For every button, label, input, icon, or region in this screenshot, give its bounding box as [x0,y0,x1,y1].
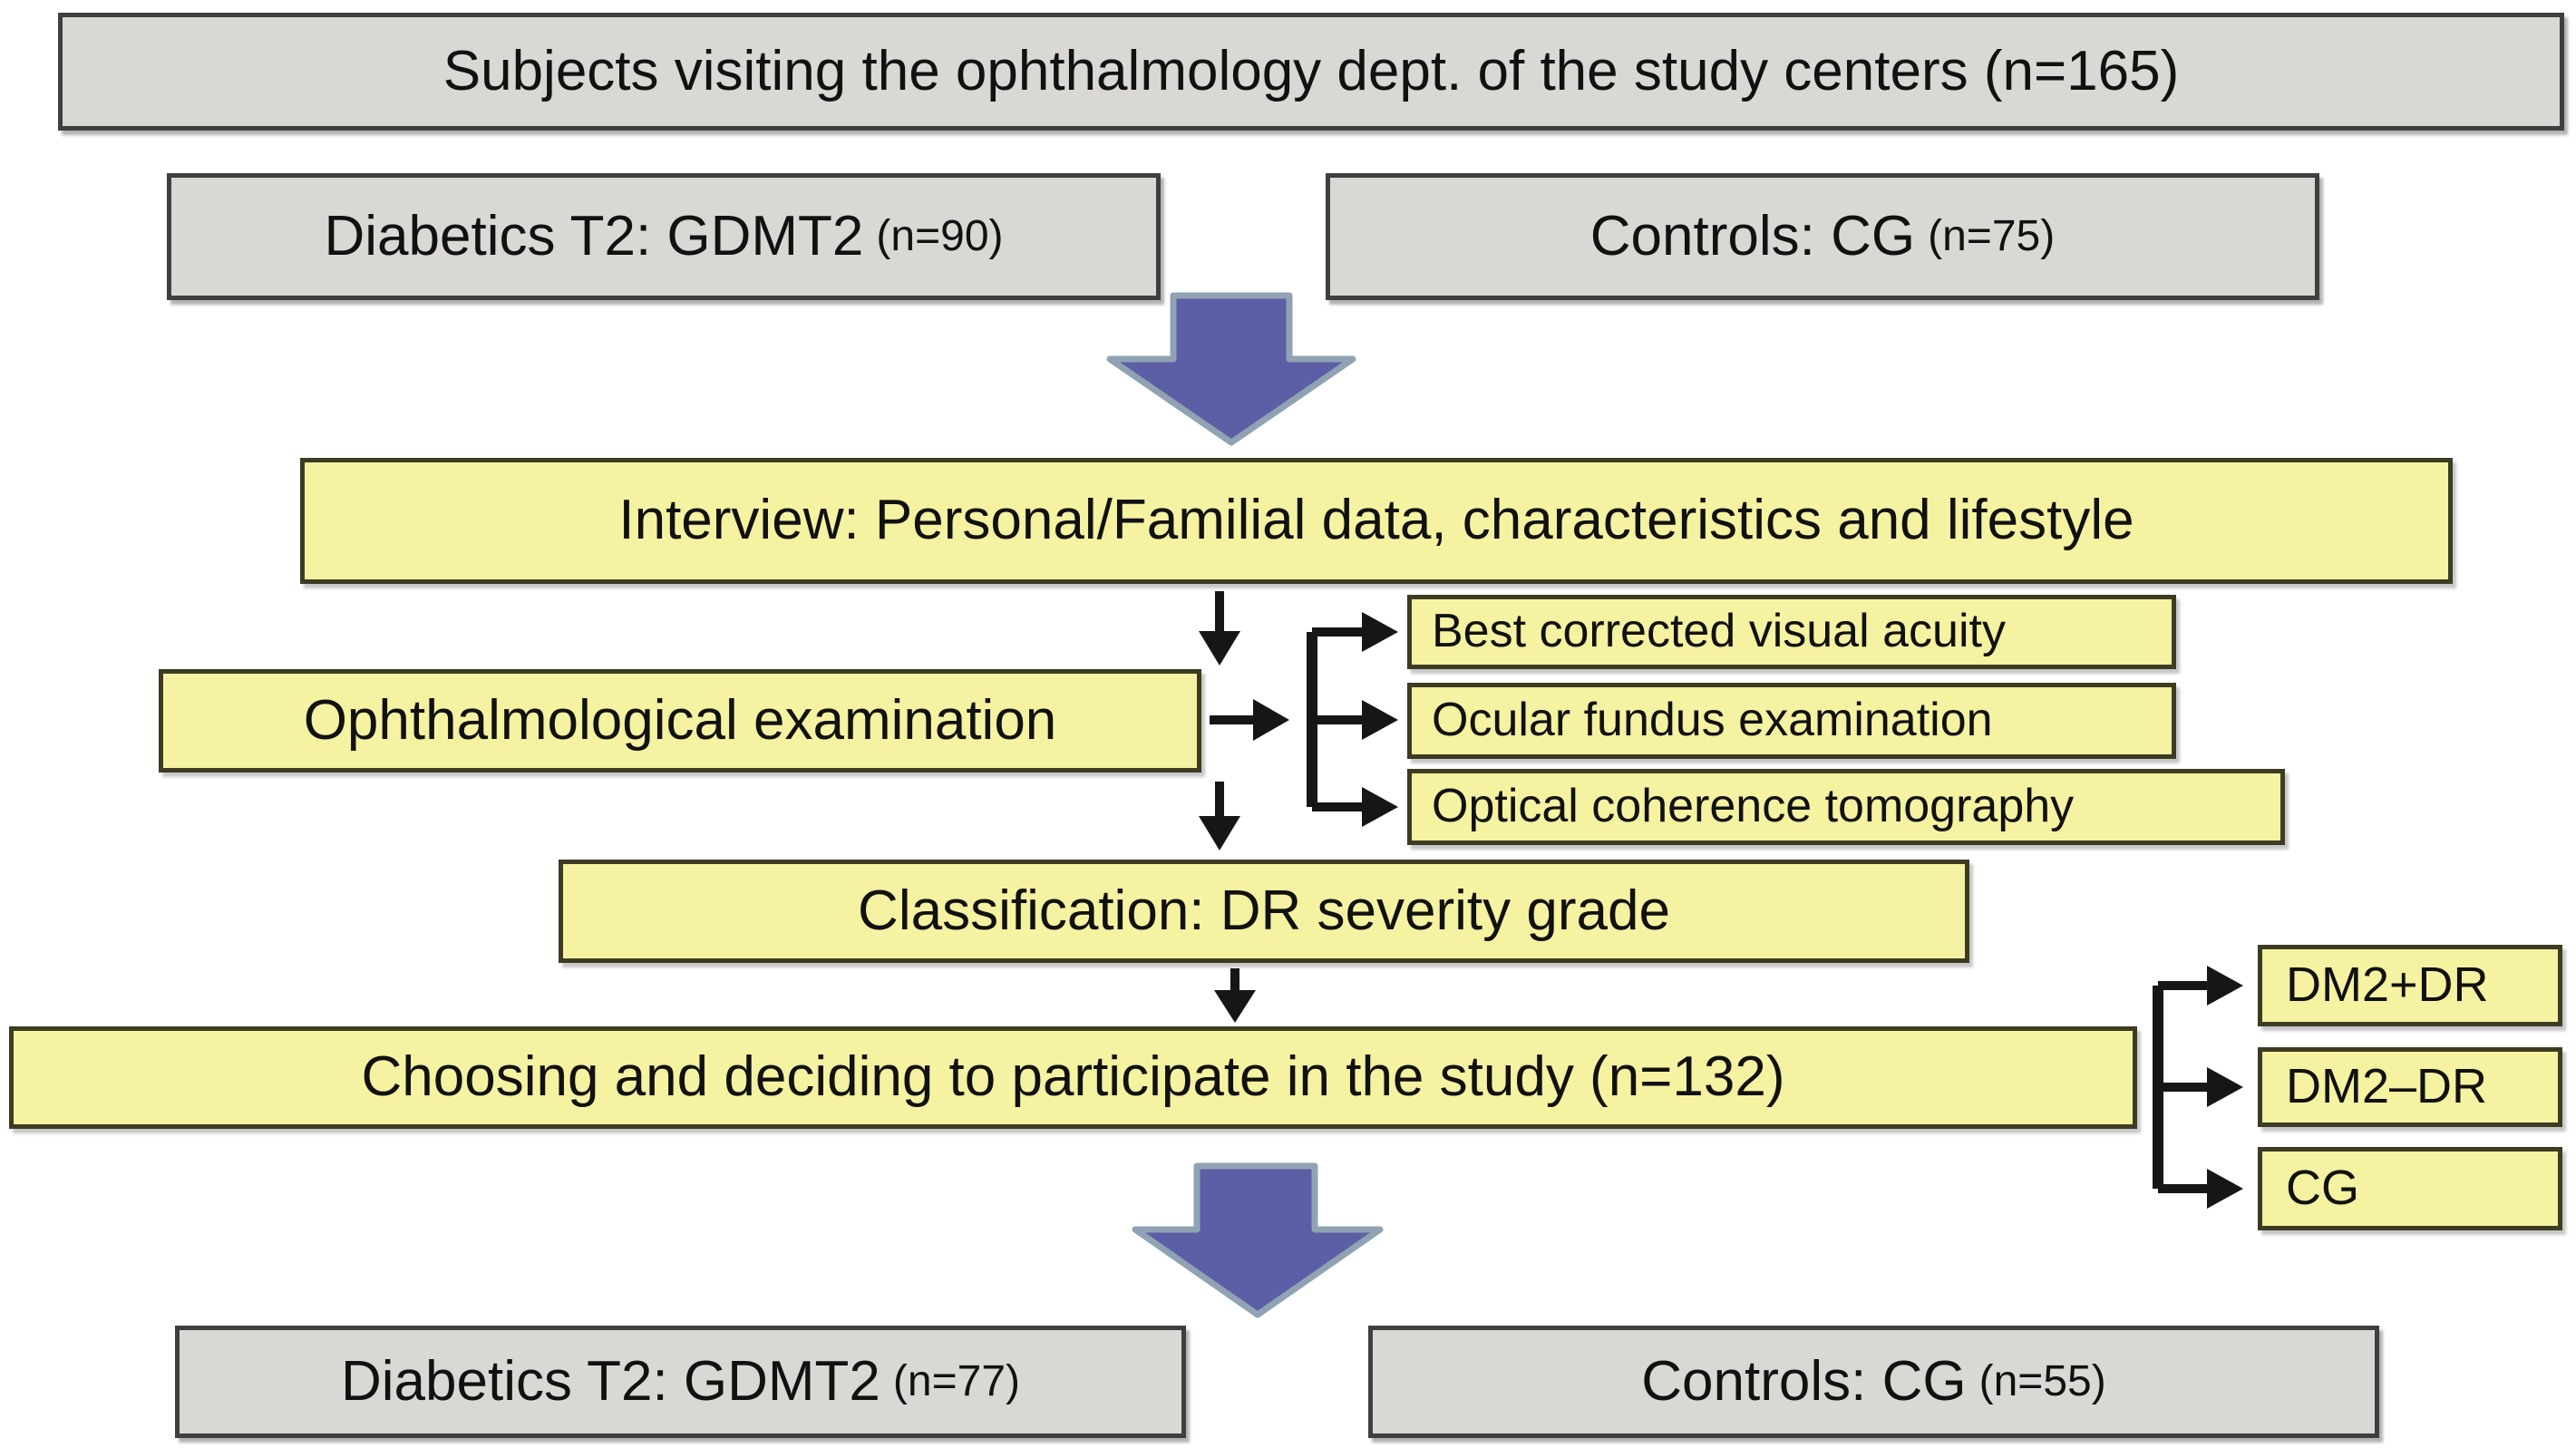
node-count: (n=75) [1928,211,2056,260]
node-label: Controls: CG [1641,1349,1967,1413]
node-controls-final: Controls: CG (n=55) [1368,1326,2379,1438]
node-classification: Classification: DR severity grade [559,860,1969,963]
node-label: DM2+DR [2286,957,2489,1013]
node-label: Controls: CG [1589,204,1916,267]
node-diabetics-initial: Diabetics T2: GDMT2 (n=90) [167,173,1161,300]
node-count: (n=90) [876,211,1004,260]
node-label: Classification: DR severity grade [858,879,1670,942]
node-group-cg: CG [2258,1147,2562,1230]
node-label: Choosing and deciding to participate in … [361,1045,1785,1109]
node-label: Optical coherence tomography [1432,780,2075,833]
node-label: Ocular fundus examination [1432,694,1993,747]
node-label: Diabetics T2: GDMT2 [341,1349,880,1413]
node-label: Ophthalmological examination [303,688,1057,752]
node-label: Interview: Personal/Familial data, chara… [618,489,2134,552]
branch-connector-groups [2153,966,2243,1209]
node-interview: Interview: Personal/Familial data, chara… [300,458,2453,584]
node-count: (n=77) [892,1356,1020,1405]
node-label: Subjects visiting the ophthalmology dept… [442,39,2180,102]
node-best-corrected-visual-acuity: Best corrected visual acuity [1407,595,2176,669]
node-group-dm2-minus-dr: DM2–DR [2258,1047,2562,1127]
right-arrow-exam-to-tests [1210,699,1289,741]
node-optical-coherence-tomography: Optical coherence tomography [1407,769,2285,845]
node-diabetics-final: Diabetics T2: GDMT2 (n=77) [175,1326,1186,1438]
down-arrow-interview-to-exam [1199,591,1240,666]
node-ocular-fundus-examination: Ocular fundus examination [1407,683,2176,759]
branch-connector-tests [1307,612,1398,827]
down-arrow-to-classification [1199,782,1240,850]
big-down-arrow-bottom [1132,1162,1384,1318]
node-label: DM2–DR [2286,1059,2488,1114]
node-label: Diabetics T2: GDMT2 [324,204,864,267]
node-choosing-participation: Choosing and deciding to participate in … [9,1026,2137,1129]
big-down-arrow-top [1106,292,1356,446]
down-arrow-to-choosing [1214,968,1256,1023]
node-label: Best corrected visual acuity [1432,605,2006,658]
node-count: (n=55) [1978,1356,2106,1405]
node-ophthalmological-examination: Ophthalmological examination [159,669,1201,773]
node-subjects-total: Subjects visiting the ophthalmology dept… [58,13,2564,131]
node-controls-initial: Controls: CG (n=75) [1326,173,2319,300]
node-group-dm2-plus-dr: DM2+DR [2258,945,2562,1026]
node-label: CG [2286,1161,2359,1216]
